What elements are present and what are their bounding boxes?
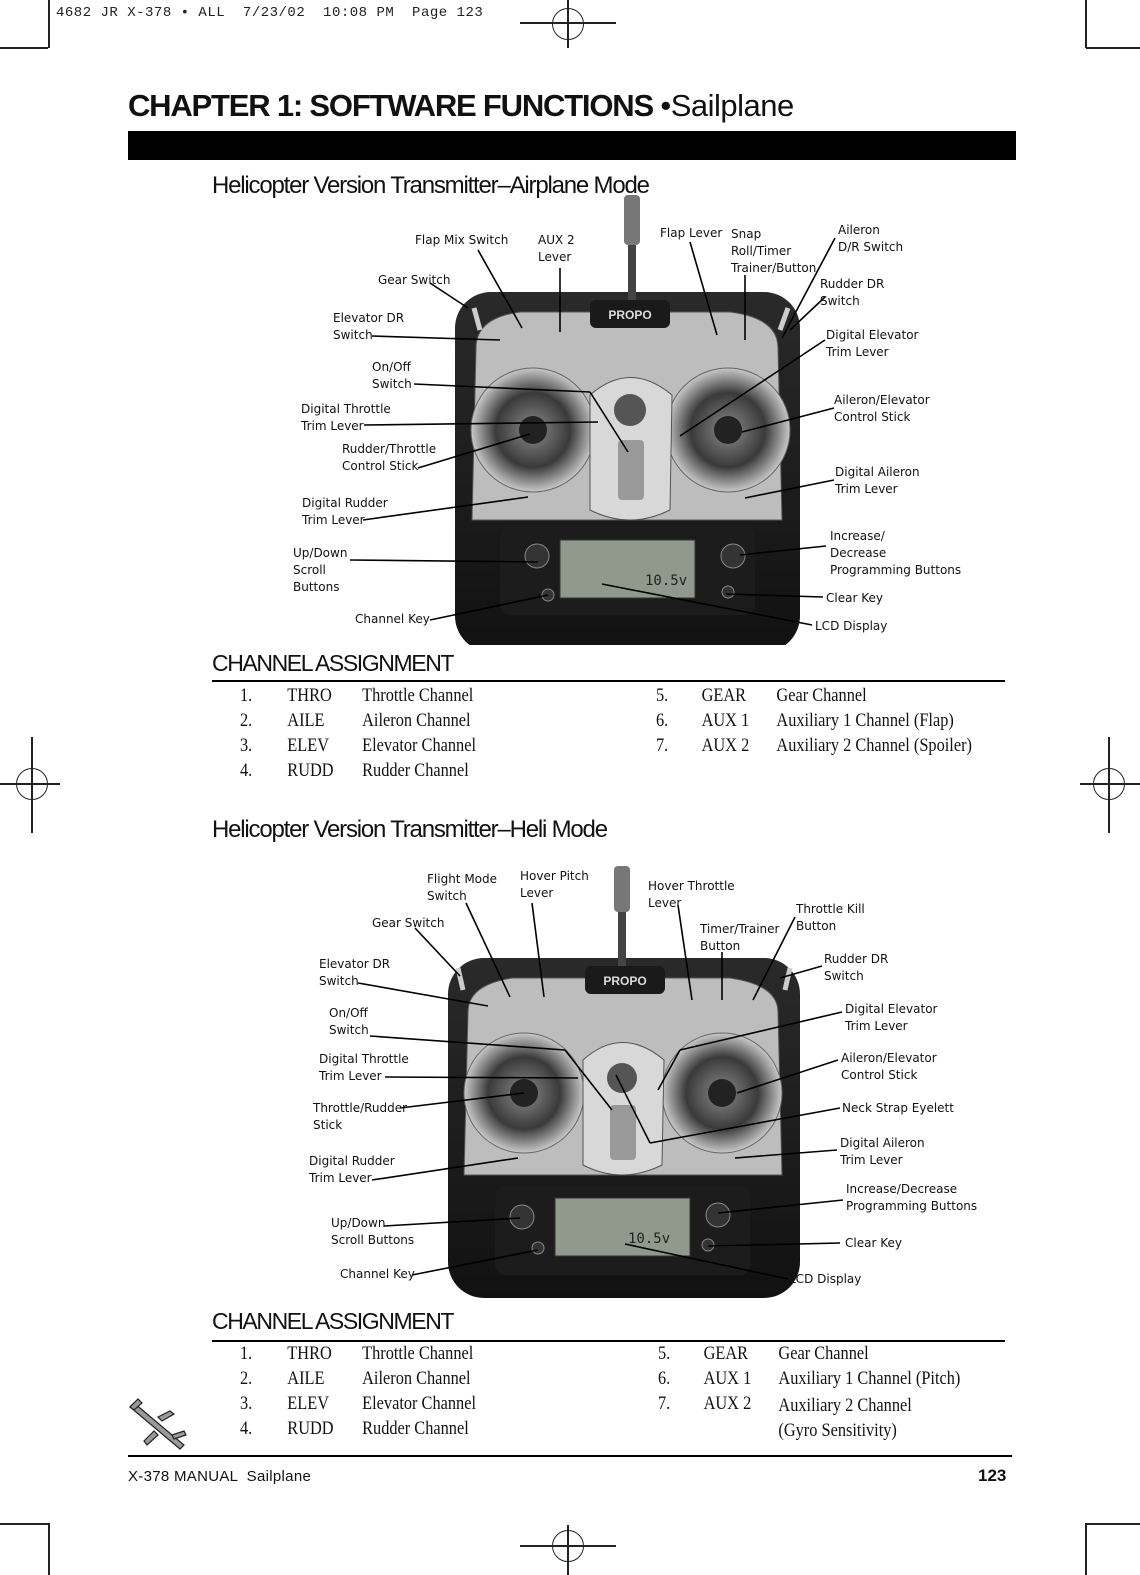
label-lcd-display: LCD Display xyxy=(789,1272,862,1286)
sailplane-icon xyxy=(129,1398,187,1450)
channel-assignment-title: CHANNEL ASSIGNMENT xyxy=(212,1308,454,1334)
footer-rule xyxy=(128,1455,1012,1457)
label-channel-key: Channel Key xyxy=(340,1267,415,1281)
label-neck-strap-eyelett: Neck Strap Eyelett xyxy=(842,1101,954,1115)
footer-manual-title: X-378 MANUAL Sailplane xyxy=(128,1468,312,1485)
label-snap-roll-timer-trainer: Snap Roll/Timer Trainer/Button xyxy=(731,227,817,275)
channel-assignment-title: CHANNEL ASSIGNMENT xyxy=(212,650,454,676)
crop-mark xyxy=(0,47,48,49)
label-up-down-scroll: Up/Down Scroll Buttons xyxy=(293,546,348,594)
label-clear-key: Clear Key xyxy=(845,1236,902,1250)
label-rudder-dr-switch: Rudder DR Switch xyxy=(824,952,889,983)
lcd-readout: 10.5v xyxy=(645,573,687,589)
label-up-down-scroll: Up/Down Scroll Buttons xyxy=(331,1216,415,1247)
crop-mark xyxy=(1086,47,1140,49)
label-hover-throttle-lever: Hover Throttle Lever xyxy=(648,879,735,910)
label-flap-lever: Flap Lever xyxy=(660,226,723,240)
registration-mark xyxy=(0,783,60,785)
chapter-heading: CHAPTER 1: SOFTWARE FUNCTIONS •Sailplane xyxy=(128,88,794,124)
registration-mark xyxy=(567,0,569,48)
chapter-title: CHAPTER 1: SOFTWARE FUNCTIONS xyxy=(128,88,654,123)
label-aileron-dr-switch: Aileron D/R Switch xyxy=(838,223,904,254)
label-channel-key: Channel Key xyxy=(355,612,430,626)
crop-mark xyxy=(1085,0,1087,48)
label-throttle-kill-button: Throttle Kill Button xyxy=(796,902,865,933)
label-digital-aileron-trim: Digital Aileron Trim Lever xyxy=(840,1136,925,1167)
registration-mark xyxy=(1080,783,1140,785)
label-elevator-dr-switch: Elevator DR Switch xyxy=(333,311,405,342)
registration-mark xyxy=(520,22,616,24)
print-slug: 4682 JR X-378 • ALL 7/23/02 10:08 PM Pag… xyxy=(56,5,484,21)
label-flight-mode-switch: Flight Mode Switch xyxy=(427,872,498,903)
registration-mark xyxy=(520,1545,616,1547)
label-rudder-throttle-stick: Rudder/Throttle Control Stick xyxy=(342,442,437,473)
label-flap-mix-switch: Flap Mix Switch xyxy=(415,233,509,247)
label-on-off-switch: On/Off Switch xyxy=(329,1006,369,1037)
label-aileron-elevator-stick: Aileron/Elevator Control Stick xyxy=(834,393,930,424)
crop-mark xyxy=(1085,1523,1087,1575)
figure1-title: Helicopter Version Transmitter–Airplane … xyxy=(212,172,650,199)
label-gear-switch: Gear Switch xyxy=(378,273,451,287)
label-increase-decrease-buttons: Increase/Decrease Programming Buttons xyxy=(846,1182,978,1213)
transmitter-airplane-mode-figure: PROPO 10.5v xyxy=(349,195,836,645)
page-number: 123 xyxy=(978,1466,1007,1485)
transmitter-body: PROPO 10.5v xyxy=(455,195,800,645)
lcd-readout: 10.5v xyxy=(628,1231,670,1247)
label-digital-aileron-trim: Digital Aileron Trim Lever xyxy=(835,465,920,496)
label-increase-decrease-buttons: Increase/ Decrease Programming Buttons xyxy=(830,529,962,577)
label-aileron-elevator-stick: Aileron/Elevator Control Stick xyxy=(841,1051,937,1082)
label-hover-pitch-lever: Hover Pitch Lever xyxy=(520,869,589,900)
label-gear-switch: Gear Switch xyxy=(372,916,445,930)
label-digital-rudder-trim: Digital Rudder Trim Lever xyxy=(302,496,388,527)
section-rule xyxy=(212,680,1005,682)
label-timer-trainer-button: Timer/Trainer Button xyxy=(700,922,780,953)
section-rule xyxy=(212,1340,1005,1342)
leader-lines xyxy=(349,237,836,626)
label-digital-throttle-trim: Digital Throttle Trim Lever xyxy=(301,402,391,433)
crop-mark xyxy=(0,1523,48,1525)
label-throttle-rudder-stick: Throttle/Rudder Stick xyxy=(313,1101,408,1132)
figure2-title: Helicopter Version Transmitter–Heli Mode xyxy=(212,816,608,843)
brand-logo: PROPO xyxy=(608,308,651,322)
registration-mark xyxy=(31,737,33,833)
label-digital-elevator-trim: Digital Elevator Trim Lever xyxy=(845,1002,938,1033)
transmitter-heli-mode-figure: PROPO 10.5v xyxy=(357,866,844,1298)
label-clear-key: Clear Key xyxy=(826,591,883,605)
registration-mark xyxy=(567,1525,569,1575)
label-digital-rudder-trim: Digital Rudder Trim Lever xyxy=(309,1154,395,1185)
crop-mark xyxy=(48,0,50,48)
leader-lines xyxy=(357,902,844,1280)
label-digital-throttle-trim: Digital Throttle Trim Lever xyxy=(319,1052,409,1083)
chapter-separator: • xyxy=(660,88,671,123)
crop-mark xyxy=(1086,1523,1140,1525)
label-lcd-display: LCD Display xyxy=(815,619,888,633)
registration-mark xyxy=(1108,737,1110,833)
heading-bar xyxy=(128,131,1016,160)
label-rudder-dr-switch: Rudder DR Switch xyxy=(820,277,885,308)
label-aux2-lever: AUX 2 Lever xyxy=(538,233,575,264)
brand-logo: PROPO xyxy=(603,974,646,988)
crop-mark xyxy=(48,1523,50,1575)
label-digital-elevator-trim: Digital Elevator Trim Lever xyxy=(826,328,919,359)
label-elevator-dr-switch: Elevator DR Switch xyxy=(319,957,391,988)
chapter-subtitle: Sailplane xyxy=(670,88,795,123)
label-on-off-switch: On/Off Switch xyxy=(372,360,412,391)
